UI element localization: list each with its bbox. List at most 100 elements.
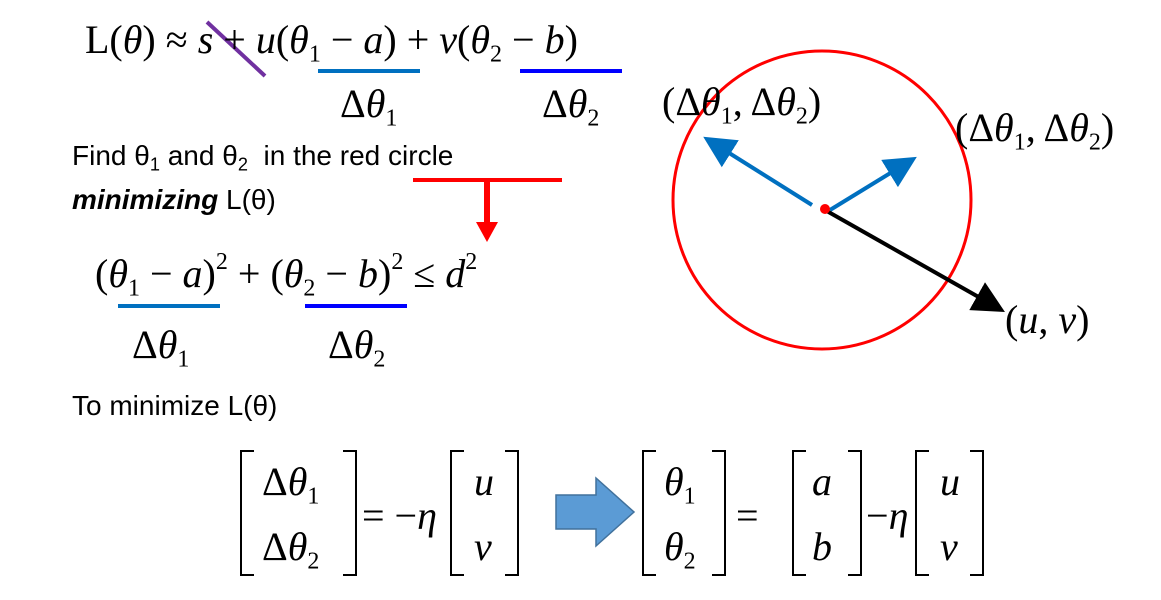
math-token: = — [736, 493, 759, 538]
math-token: ( — [95, 251, 109, 296]
math-token: ( — [270, 251, 284, 296]
bracket-left — [792, 450, 806, 576]
math-token: − — [139, 251, 183, 296]
subscript: 2 — [683, 548, 696, 575]
subscript: 1 — [307, 483, 320, 510]
block-right-arrow — [555, 476, 636, 548]
math-token: Δ — [340, 81, 366, 126]
minimizing-text: minimizing L(θ) — [72, 186, 276, 214]
blue-arrow-left — [703, 136, 814, 207]
subscript: 2 — [490, 41, 503, 68]
math-token: θ — [289, 17, 309, 62]
superscript: 2 — [391, 249, 404, 275]
superscript: 2 — [465, 249, 478, 275]
red-arrow-head — [476, 222, 498, 242]
math-token: θ — [122, 17, 143, 62]
math-token: θ — [664, 524, 684, 569]
math-token: Δ — [542, 81, 568, 126]
bracket-left — [450, 450, 464, 576]
math-token: θ — [287, 524, 308, 569]
subscript: 2 — [373, 346, 386, 373]
math-token: − — [315, 251, 358, 296]
black-arrow-uv — [824, 208, 1005, 312]
subscript: 1 — [683, 483, 696, 510]
math-token: ( — [457, 17, 471, 62]
math-token: θ — [470, 17, 491, 62]
math-token: ) — [564, 17, 578, 62]
math-token: v — [1058, 297, 1077, 342]
math-token: θ — [157, 322, 178, 367]
math-token: v — [439, 17, 458, 62]
subscript: 2 — [303, 275, 316, 302]
subscript: 1 — [720, 103, 733, 130]
matrix-u: u — [940, 462, 960, 502]
math-token: d — [445, 251, 466, 296]
math-token: ) — [1076, 297, 1090, 342]
matrix-u: u — [474, 462, 494, 502]
math-token: u — [940, 459, 960, 504]
center-dot — [820, 204, 830, 214]
constraint-delta1-label: Δθ1 — [132, 322, 189, 372]
to-minimize-text: To minimize L(θ) — [72, 390, 278, 421]
subscript: 1 — [385, 105, 398, 132]
math-token: ( — [275, 17, 290, 62]
subscript: 1 — [177, 346, 190, 373]
math-token: − — [320, 17, 364, 62]
math-token: Δ — [132, 322, 158, 367]
math-token: θ — [353, 322, 374, 367]
math-token: ≤ — [403, 251, 446, 296]
math-token: ) ≈ — [142, 17, 198, 62]
math-token: a — [182, 251, 203, 296]
subscript: 2 — [307, 548, 320, 575]
math-token: (Δ — [662, 79, 702, 124]
math-token: + — [227, 251, 271, 296]
strike-s-line — [205, 20, 267, 78]
math-token: u — [474, 459, 494, 504]
math-token: θ — [664, 459, 684, 504]
delta-theta1-label: Δθ1 — [340, 81, 397, 131]
find-prefix: Find θ — [72, 140, 150, 171]
math-token: − — [502, 17, 545, 62]
math-token: θ — [108, 251, 128, 296]
math-token: η — [888, 493, 909, 538]
minimizing-bold: minimizing — [72, 184, 219, 215]
subscript: 1 — [308, 41, 321, 68]
math-token: ) — [377, 251, 392, 296]
uv-label: (u, v) — [1005, 300, 1089, 340]
minus-eta: −η — [866, 496, 908, 536]
math-token: = − — [362, 493, 418, 538]
math-token: θ — [1069, 105, 1089, 150]
math-token: θ — [776, 79, 796, 124]
matrix-theta2: θ2 — [664, 524, 696, 574]
matrix-v: v — [940, 527, 958, 567]
math-token: η — [417, 493, 437, 538]
subscript: 2 — [1088, 129, 1101, 156]
math-token: a — [363, 17, 384, 62]
math-token: , Δ — [732, 79, 777, 124]
minimizing-rest: L(θ) — [218, 184, 276, 215]
math-token: a — [812, 459, 832, 504]
subscript: 1 — [127, 275, 140, 302]
delta-pair-label-right: (Δθ1, Δθ2) — [955, 105, 1114, 155]
find-text: Find θ1 and θ2 in the red circle — [72, 140, 454, 174]
math-token: ) + — [383, 17, 440, 62]
math-token: θ — [365, 81, 386, 126]
math-token: u — [255, 17, 276, 62]
subscript: 1 — [1013, 129, 1026, 156]
matrix-delta1: Δθ1 — [262, 459, 319, 509]
find-suffix: in the red circle — [247, 140, 454, 171]
subscript: 2 — [587, 105, 600, 132]
bracket-right — [848, 450, 862, 576]
matrix-b: b — [812, 527, 832, 567]
find-sub1: 1 — [149, 154, 160, 175]
matrix-delta2: Δθ2 — [262, 524, 319, 574]
red-circle — [671, 49, 973, 351]
math-token: Δ — [262, 459, 288, 504]
math-token: , Δ — [1025, 105, 1070, 150]
math-token: + — [213, 17, 256, 62]
math-token: b — [812, 524, 832, 569]
constraint-delta2-label: Δθ2 — [328, 322, 385, 372]
matrix-theta1: θ1 — [664, 459, 696, 509]
math-token: θ — [994, 105, 1014, 150]
